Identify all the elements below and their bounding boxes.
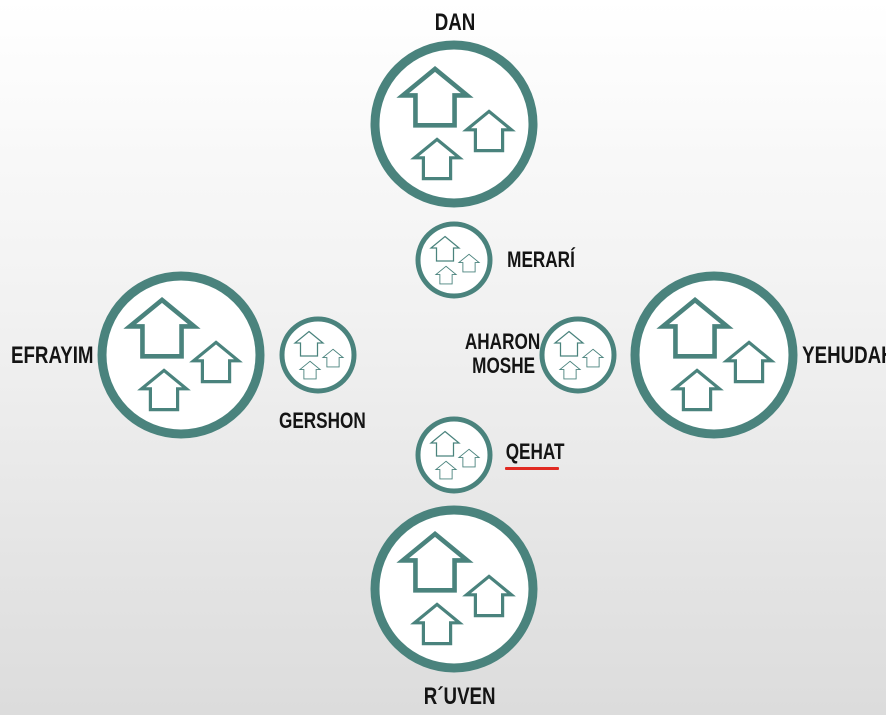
label-aharon-moshe: AHARON MOSHE xyxy=(464,329,541,378)
label-yehudah: YEHUDAH xyxy=(802,342,886,369)
camp-qehat xyxy=(415,416,493,494)
camp-merari xyxy=(415,221,493,299)
label-qehat: QEHAT xyxy=(505,439,565,464)
label-merari: MERARÍ xyxy=(507,247,575,272)
camp-dan xyxy=(370,40,538,208)
camp-aharon-moshe xyxy=(539,316,617,394)
label-aharon: AHARON xyxy=(464,329,541,354)
camp-gershon xyxy=(279,316,357,394)
camp-efrayim xyxy=(97,271,265,439)
qehat-underline xyxy=(505,467,559,470)
label-dan: DAN xyxy=(434,9,476,36)
camp-ruven xyxy=(370,505,538,673)
camp-yehudah xyxy=(630,271,798,439)
label-efrayim: EFRAYIM xyxy=(11,342,94,369)
label-gershon: GERSHON xyxy=(279,408,366,433)
label-moshe: MOSHE xyxy=(472,353,536,378)
label-ruven: R´UVEN xyxy=(423,683,496,710)
